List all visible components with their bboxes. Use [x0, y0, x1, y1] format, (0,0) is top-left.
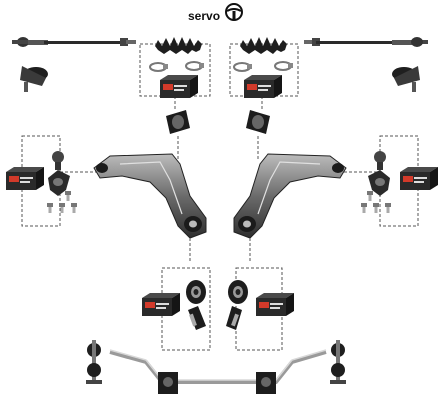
left-ball-joint-kit: [6, 135, 96, 227]
right-arm-mount-bushing: [246, 110, 270, 160]
right-ball-joint-kit: [344, 135, 438, 227]
right-stabilizer-link: [330, 340, 346, 384]
left-control-arm: [93, 153, 207, 262]
servo-label: servo: [188, 9, 221, 23]
left-tie-rod: [12, 37, 136, 47]
left-bushing-sleeve: [188, 306, 206, 330]
right-stabilizer-bushing: [256, 372, 276, 394]
stabilizer-bar: [109, 349, 327, 384]
left-bushing-kit: [142, 267, 211, 351]
left-steering-boot: [155, 37, 202, 54]
steering-wheel-icon: [225, 3, 243, 21]
right-tie-rod-end: [392, 66, 420, 92]
right-bellows-kit: [229, 37, 299, 110]
right-tie-rod: [304, 37, 428, 47]
left-stabilizer-bushing: [158, 372, 178, 394]
right-ball-joint: [368, 151, 390, 196]
left-tie-rod-end: [20, 66, 48, 92]
left-stabilizer-link: [86, 340, 102, 384]
right-bushing-kit: [226, 267, 294, 351]
left-bellows-kit: [139, 37, 211, 110]
left-arm-mount-bushing: [166, 110, 190, 160]
right-bushing-sleeve: [226, 306, 242, 330]
right-control-arm: [233, 153, 347, 262]
right-steering-boot: [240, 37, 287, 54]
left-ball-joint: [48, 151, 70, 196]
